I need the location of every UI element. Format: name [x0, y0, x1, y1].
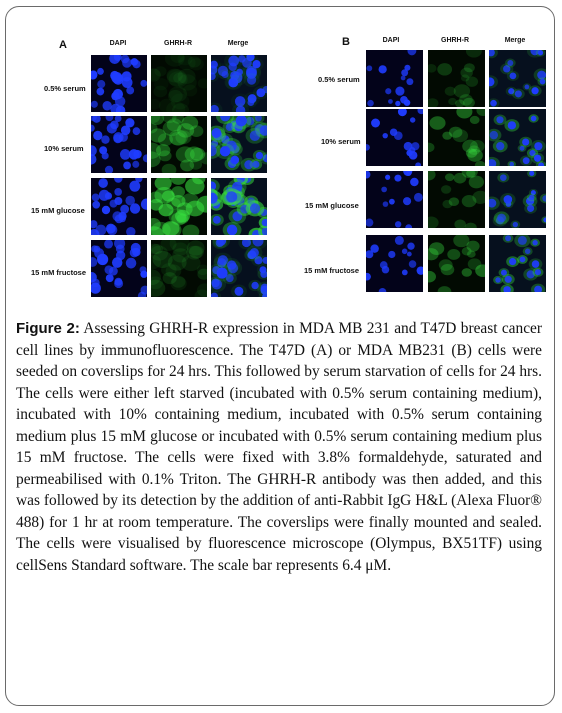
- micrograph-b-r2-merge: [489, 109, 546, 166]
- panel-a-row-label-4: 15 mM fructose: [31, 268, 87, 277]
- micrograph-b-r3-merge: [489, 171, 546, 228]
- panel-a-row-label-3: 15 mM glucose: [31, 206, 85, 215]
- micrograph-a-r1-ghrh: [151, 55, 207, 112]
- panel-a-row-label-1: 0.5% serum: [44, 84, 86, 93]
- panel-b-row-label-2: 10% serum: [321, 137, 361, 146]
- panel-b-col-merge: Merge: [504, 37, 526, 44]
- micrograph-b-r2-dapi: [366, 109, 423, 166]
- micrograph-a-r1-merge: [211, 55, 267, 112]
- micrograph-b-r3-dapi: [366, 171, 423, 228]
- micrograph-a-r2-ghrh: [151, 116, 207, 173]
- panel-a-col-dapi: DAPI: [109, 40, 127, 47]
- micrograph-a-r1-dapi: [91, 55, 147, 112]
- panel-a-col-merge: Merge: [227, 40, 249, 47]
- micrograph-b-r3-ghrh: [428, 171, 485, 228]
- micrograph-a-r3-dapi: [91, 178, 147, 235]
- micrograph-a-r3-merge: [211, 178, 267, 235]
- caption-text: Assessing GHRH-R expression in MDA MB 23…: [16, 320, 542, 574]
- micrograph-b-r4-merge: [489, 235, 546, 292]
- micrograph-b-r2-ghrh: [428, 109, 485, 166]
- scale-bar: [524, 293, 531, 295]
- micrograph-b-r1-ghrh: [428, 50, 485, 107]
- micrograph-a-r4-dapi: [91, 240, 147, 297]
- panel-a-col-ghrh: GHRH-R: [164, 40, 192, 47]
- panel-b-row-label-4: 15 mM fructose: [304, 266, 360, 275]
- micrograph-b-r1-merge: [489, 50, 546, 107]
- panel-b-letter: B: [342, 36, 350, 48]
- micrograph-a-r2-merge: [211, 116, 267, 173]
- panel-b-col-ghrh: GHRH-R: [441, 37, 469, 44]
- micrograph-b-r4-dapi: [366, 235, 423, 292]
- panel-b-row-label-1: 0.5% serum: [318, 75, 360, 84]
- micrograph-b-r1-dapi: [366, 50, 423, 107]
- micrograph-a-r2-dapi: [91, 116, 147, 173]
- panel-a-row-label-2: 10% serum: [44, 144, 84, 153]
- caption-label: Figure 2:: [16, 320, 80, 337]
- micrograph-b-r4-ghrh: [428, 235, 485, 292]
- panel-a-letter: A: [59, 39, 67, 51]
- figure-caption: Figure 2: Assessing GHRH-R expression in…: [16, 318, 542, 576]
- micrograph-a-r4-merge: [211, 240, 267, 297]
- micrograph-a-r3-ghrh: [151, 178, 207, 235]
- panel-b-col-dapi: DAPI: [382, 37, 400, 44]
- panel-b-row-label-3: 15 mM glucose: [305, 201, 359, 210]
- micrograph-a-r4-ghrh: [151, 240, 207, 297]
